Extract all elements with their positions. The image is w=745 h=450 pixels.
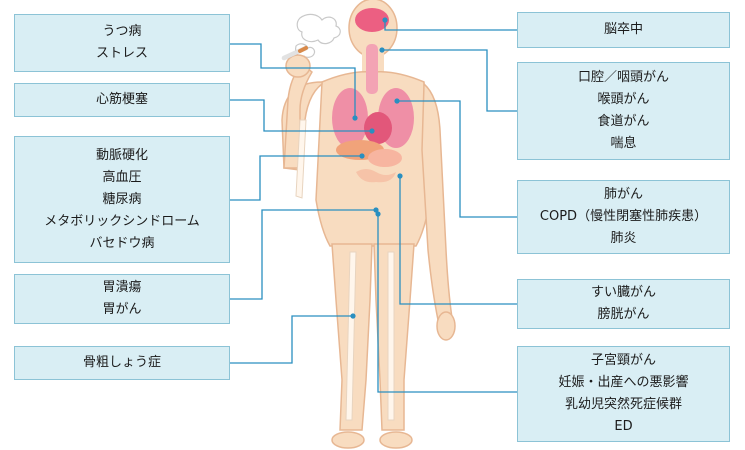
disease-label: 肺がん	[604, 184, 643, 206]
disease-box-reproductive: 子宮頸がん 妊娠・出産への悪影響 乳幼児突然死症候群 ED	[517, 346, 730, 442]
disease-label: メタボリックシンドローム	[44, 211, 200, 233]
disease-label: 肺炎	[610, 228, 636, 250]
disease-label: COPD（慢性閉塞性肺疾患）	[540, 206, 707, 228]
disease-label: 喉頭がん	[597, 89, 649, 111]
disease-label: 食道がん	[597, 111, 649, 133]
disease-box-throat: 口腔／咽頭がん 喉頭がん 食道がん 喘息	[517, 62, 730, 160]
disease-label: 骨粗しょう症	[83, 352, 161, 374]
disease-box-mental: うつ病 ストレス	[14, 14, 230, 72]
disease-box-pancreas: すい臓がん 膀胱がん	[517, 279, 730, 329]
disease-box-stomach: 胃潰瘍 胃がん	[14, 274, 230, 324]
disease-box-lung: 肺がん COPD（慢性閉塞性肺疾患） 肺炎	[517, 180, 730, 254]
disease-label: うつ病	[102, 21, 141, 43]
disease-label: 口腔／咽頭がん	[578, 67, 669, 89]
stomach-icon	[368, 149, 402, 167]
disease-label: ED	[614, 416, 632, 438]
disease-label: バセドウ病	[89, 233, 154, 255]
disease-label: 高血圧	[102, 167, 141, 189]
disease-label: 膀胱がん	[597, 304, 649, 326]
disease-box-bone: 骨粗しょう症	[14, 346, 230, 380]
disease-label: 胃潰瘍	[102, 277, 141, 299]
disease-label: 動脈硬化	[96, 145, 148, 167]
disease-label: 子宮頸がん	[591, 350, 656, 372]
disease-label: 糖尿病	[102, 189, 141, 211]
left-lung-icon	[332, 88, 368, 148]
disease-label: 乳幼児突然死症候群	[565, 394, 682, 416]
throat-icon	[366, 44, 378, 94]
disease-label: 脳卒中	[604, 19, 643, 41]
disease-label: 妊娠・出産への悪影響	[558, 372, 688, 394]
heart-icon	[364, 112, 392, 144]
disease-label: 喘息	[610, 133, 636, 155]
disease-box-brain: 脳卒中	[517, 12, 730, 48]
disease-label: 心筋梗塞	[96, 89, 148, 111]
disease-label: 胃がん	[102, 299, 141, 321]
disease-box-heart: 心筋梗塞	[14, 83, 230, 117]
disease-label: ストレス	[96, 43, 148, 65]
disease-label: すい臓がん	[591, 282, 656, 304]
disease-box-vascular: 動脈硬化 高血圧 糖尿病 メタボリックシンドローム バセドウ病	[14, 136, 230, 263]
